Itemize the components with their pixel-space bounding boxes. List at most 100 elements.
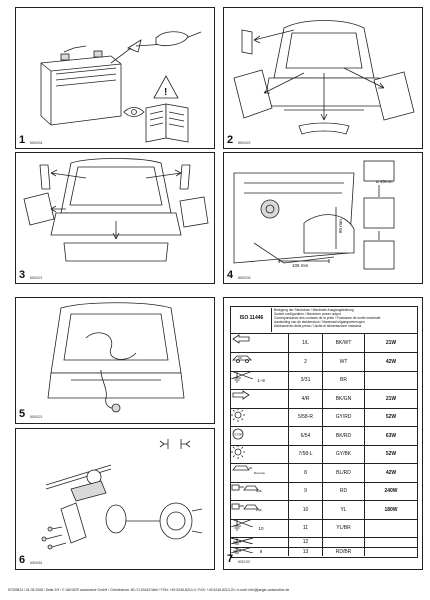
watt-cell: 52W [385,414,397,420]
table-row: 30a 9 RD 240W [231,482,417,501]
side-label: 9 [259,549,263,554]
figure-code: 8032157 [238,560,251,564]
terminal-30a-label: 30a [255,489,262,493]
pin-cell: 3/31 [289,371,323,389]
watt-cell: 42W [385,469,397,476]
watt-cell: 240W [384,488,398,494]
dimension-height-label: 80 mm [338,219,343,233]
table-row: 12 [231,537,417,548]
drill-label: ø 40mm [376,179,393,184]
panel-3-rear-disassembly: 3 8000021 [15,152,215,284]
not-applicable-icon [231,537,253,544]
figure-code: 8000022 [238,141,251,145]
color-cell: BK/WT [323,334,365,352]
table-row: 7/58-L GY/BK 52W [231,445,417,464]
table-row: 5/58-R GY/RD 52W [231,408,417,427]
color-cell: BL/RD [323,463,365,482]
color-cell: YL [323,500,365,519]
table-row: 9 13 RD/BR [231,547,417,556]
rear-disassembly-illustration [23,158,209,262]
battery-illustration: ! [40,31,202,143]
socket-assembly-illustration [41,439,203,550]
watt-cell: 21W [385,395,397,402]
color-cell: RD [323,482,365,500]
trim-removal-illustration [233,20,415,135]
svg-text:!: ! [164,87,167,98]
table-row: 4/R BK/GN 21W [231,389,417,409]
color-cell: YL/BR [323,519,365,537]
ground-icon: 10 [231,519,289,537]
pin-cell: 1/L [289,334,323,352]
side-label: 1–8 [257,377,265,383]
svg-text:STOP: STOP [234,432,242,436]
car-fog-icon [231,352,289,371]
right-turn-arrow-icon [231,389,289,408]
color-cell: GY/BK [323,445,365,463]
pin-cell: 6/54 [289,426,323,445]
panel-number: 5 [19,408,26,420]
tail-light-icon [231,445,289,463]
figure-code: 8000033 [238,276,251,280]
table-row: 2 WT 42W [231,352,417,372]
not-applicable-icon [231,547,253,553]
panel-number: 1 [19,134,26,146]
color-cell: RD/BR [323,547,365,556]
figure-code: 8000051 [30,561,43,565]
reverse-label: Reverse [253,470,266,475]
figure-code: 8000004 [30,141,43,145]
color-cell: BK/RD [323,426,365,445]
panel-number: 7 [227,553,234,565]
table-header: ISO 11446 Belegung der Steckdose / Maxim… [231,307,417,334]
tail-light-icon [231,408,289,426]
panel-number: 2 [227,134,234,146]
pin-cell: 13 [289,547,323,556]
header-line: Aansluiting van de stekkerdoos / Maximaa… [274,320,365,325]
cable-routing-illustration [47,302,185,413]
pin-cell: 10 [289,500,323,519]
not-applicable-icon [231,371,253,379]
watt-cell [231,519,417,537]
color-cell: BK/GN [323,389,365,408]
pin-cell: 9 [289,482,323,500]
table-row: Reverse 8 BL/RD 42W [231,463,417,483]
figure-code: 8000021 [30,276,43,280]
header-line: Socket configuration / Maximum power out… [274,312,341,317]
panel-1-battery: ! 1 8000004 [15,7,215,149]
watt-cell: 21W [385,340,397,346]
terminal-15a-label: 15a [255,507,262,512]
panel-number: 6 [19,554,26,566]
watt-cell: 63W [385,432,397,439]
table-row: STOP 6/54 BK/RD 63W [231,426,417,446]
table-row: 1/L BK/WT 21W [231,334,417,353]
watt-cell: 42W [385,358,397,365]
panel-4-socket-mounting: 105 mm 80 mm ø 40mm 4 8000033 [223,152,423,284]
table-row: 15a 10 YL 180W [231,500,417,520]
dimension-width-label: 105 mm [292,263,309,268]
pin-cell: 2 [289,352,323,371]
color-cell: BR [323,371,365,389]
pin-cell: 4/R [289,389,323,408]
pin-cell: 12 [289,537,323,547]
panel-6-socket-assembly: 6 8000051 [15,428,215,570]
wiring-table: ISO 11446 Belegung der Steckdose / Maxim… [230,306,418,558]
ignition-power-icon: 15a [231,500,289,519]
panel-7-socket-configuration: ISO 11446 Belegung der Steckdose / Maxim… [223,297,423,570]
color-cell [231,537,365,547]
panel-2-trim-removal: 2 8000022 [223,7,423,149]
pin-cell: 5/58-R [289,408,323,426]
stop-light-icon: STOP [231,426,289,445]
figure-code: 8000021 [30,415,43,419]
watt-cell [231,371,417,389]
not-applicable-icon [231,519,253,527]
header-line: Belegung der Steckdose / Maximale Ausgan… [274,308,354,312]
iso-label: ISO 11446 [239,315,264,321]
watt-cell [231,537,417,547]
header-text: Belegung der Steckdose / Maximale Ausgan… [271,308,415,332]
reverse-light-icon: Reverse [231,463,289,482]
ground-icon: 1–8 [231,371,289,389]
watt-cell: 52W [385,451,397,457]
side-label: 10 [258,525,264,531]
color-cell: GY/RD [323,408,365,426]
header-line: Abbinamento della presa / Uscita di alim… [274,324,362,329]
panel-number: 4 [227,269,234,281]
